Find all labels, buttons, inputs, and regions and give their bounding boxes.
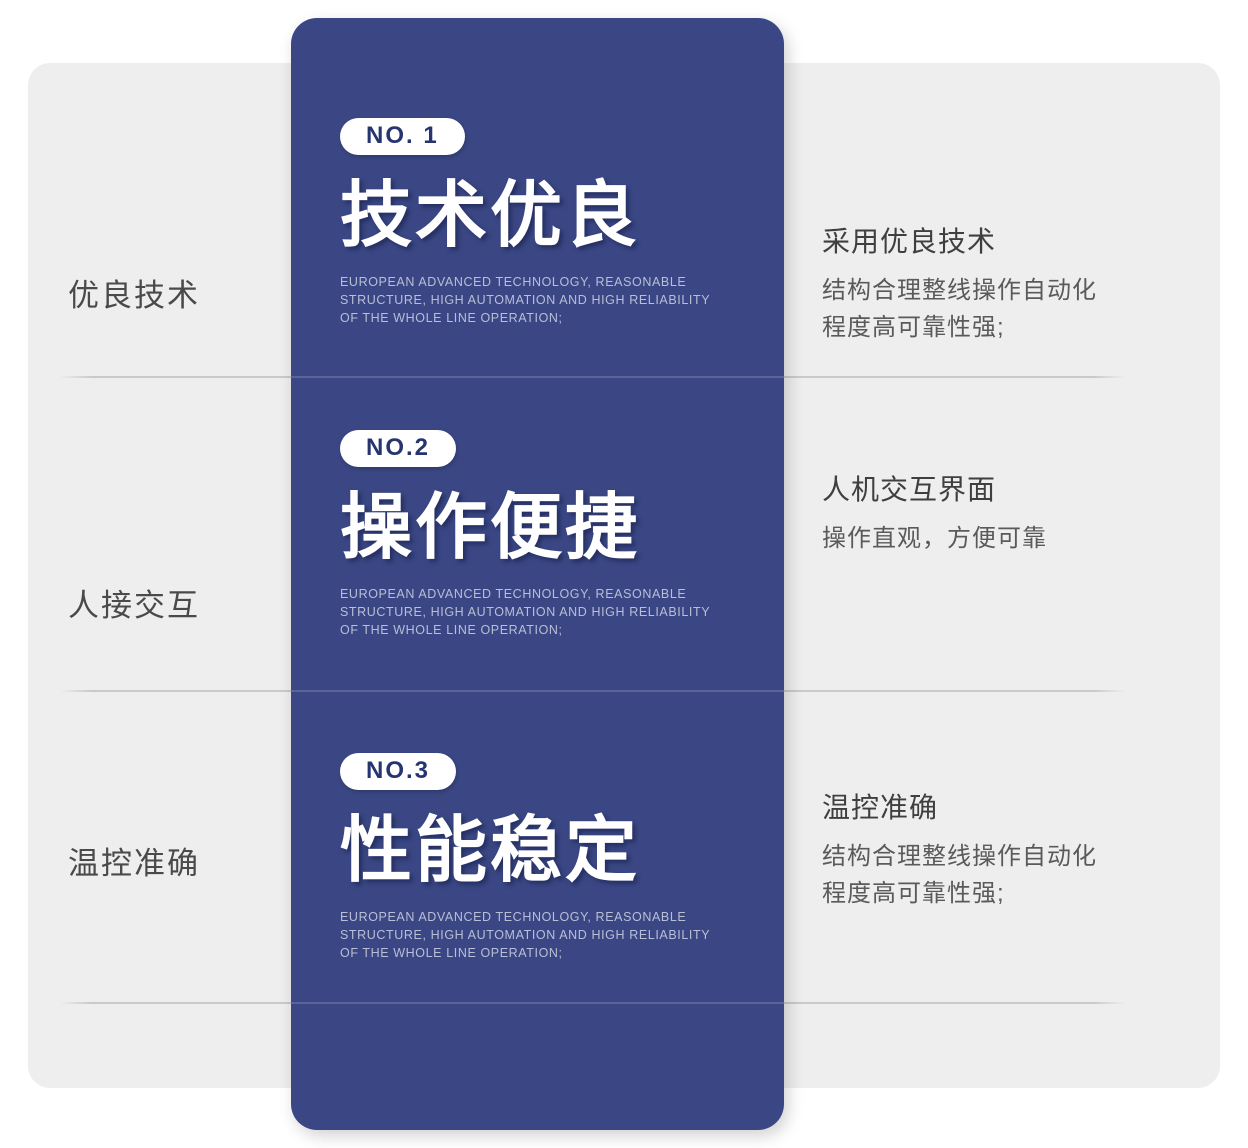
feature-english-caption-2: EUROPEAN ADVANCED TECHNOLOGY, REASONABLE… [340,586,710,637]
card-content-3: NO.3 性能稳定 EUROPEAN ADVANCED TECHNOLOGY, … [340,753,760,962]
feature-row-1: 优良技术 采用优良技术 结构合理整线操作自动化 程度高可靠性强; [0,63,1248,376]
right-heading-3: 温控准确 [822,792,939,823]
feature-english-caption-3: EUROPEAN ADVANCED TECHNOLOGY, REASONABLE… [340,909,710,960]
feature-row-3: 温控准确 温控准确 结构合理整线操作自动化 程度高可靠性强; [0,690,1248,1002]
number-badge-1: NO. 1 [340,118,465,155]
right-description-1: 采用优良技术 结构合理整线操作自动化 程度高可靠性强; [822,220,1192,346]
right-body-line-1b: 程度高可靠性强; [822,314,1005,342]
number-badge-2: NO.2 [340,430,457,467]
left-keyword-3: 温控准确 [68,846,200,881]
left-keyword-2: 人接交互 [68,588,200,623]
feature-title-1: 技术优良 [340,176,641,256]
feature-english-caption-1: EUROPEAN ADVANCED TECHNOLOGY, REASONABLE… [340,274,710,325]
left-keyword-1: 优良技术 [68,278,200,313]
feature-title-3: 性能稳定 [340,811,641,891]
right-body-line-1a: 结构合理整线操作自动化 [822,277,1097,304]
right-body-line-2a: 操作直观，方便可靠 [822,525,1047,552]
right-description-2: 人机交互界面 操作直观，方便可靠 [822,468,1192,557]
feature-title-2: 操作便捷 [340,488,641,568]
right-heading-2: 人机交互界面 [822,474,997,505]
right-body-line-3b: 程度高可靠性强; [822,880,1005,908]
card-seam-2 [291,690,784,692]
feature-row-2: 人接交互 人机交互界面 操作直观，方便可靠 [0,376,1248,690]
card-seam-3 [291,1002,784,1004]
right-body-line-3a: 结构合理整线操作自动化 [822,843,1097,870]
card-content-2: NO.2 操作便捷 EUROPEAN ADVANCED TECHNOLOGY, … [340,430,760,639]
right-description-3: 温控准确 结构合理整线操作自动化 程度高可靠性强; [822,786,1192,912]
right-heading-1: 采用优良技术 [822,226,997,257]
blue-feature-card [291,18,784,1130]
number-badge-3: NO.3 [340,753,457,790]
card-seam-1 [291,376,784,378]
card-content-1: NO. 1 技术优良 EUROPEAN ADVANCED TECHNOLOGY,… [340,118,760,327]
